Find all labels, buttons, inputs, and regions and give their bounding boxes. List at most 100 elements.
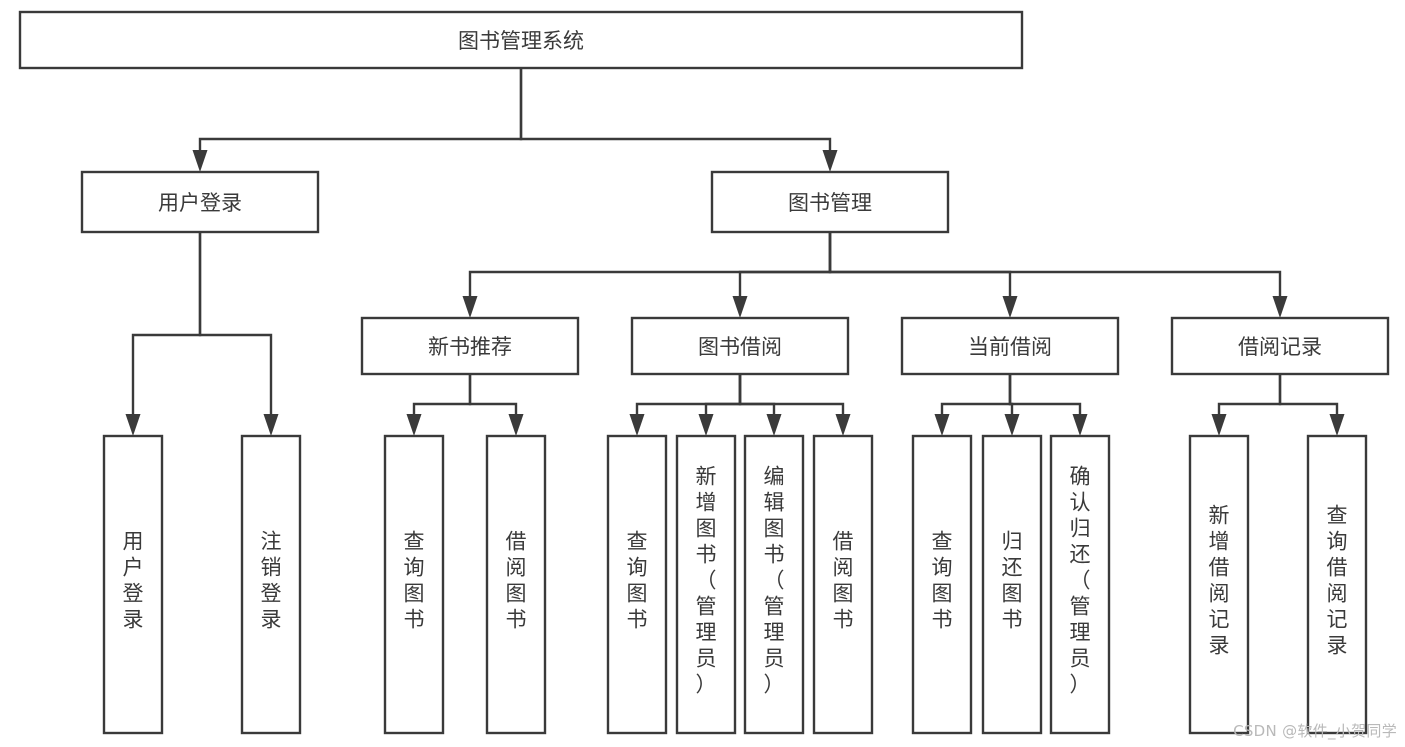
node-box[interactable] [710, 170, 950, 234]
connector-user-login-to-leaf-user-login [125, 232, 202, 436]
node-leaf-rec-search[interactable]: 查询借阅记录 [1306, 434, 1368, 735]
node-label: 新增图书（管理员） [696, 465, 717, 697]
node-label: 新增借阅记录 [1209, 504, 1230, 658]
node-box[interactable] [812, 434, 874, 735]
node-book-manage[interactable]: 图书管理 [710, 170, 950, 234]
node-current-borrow[interactable]: 当前借阅 [900, 316, 1120, 376]
arrow-head-icon [1072, 414, 1088, 436]
arrow-head-icon [1329, 414, 1345, 436]
node-box[interactable] [485, 434, 547, 735]
connector-root-to-book-manage [519, 68, 838, 172]
node-label: 用户登录 [123, 530, 144, 632]
arrow-head-icon [835, 414, 851, 436]
node-leaf-cur-return[interactable]: 归还图书 [981, 434, 1043, 735]
connector-line [468, 374, 518, 414]
connector-book-manage-to-current-borrow [828, 232, 1018, 318]
node-box[interactable] [102, 434, 164, 735]
node-box[interactable] [606, 434, 668, 735]
arrow-head-icon [1272, 296, 1288, 318]
connector-book-borrow-to-leaf-borrow-lend [738, 374, 851, 436]
csdn-watermark: CSDN @软件_小贺同学 [1233, 722, 1397, 740]
connector-line [828, 232, 1282, 296]
node-box[interactable] [1170, 316, 1390, 376]
node-label: 图书管理系统 [458, 29, 584, 53]
node-leaf-rec-query[interactable]: 查询图书 [383, 434, 445, 735]
connector-line [738, 232, 832, 296]
connector-line [704, 374, 742, 414]
node-new-book-rec[interactable]: 新书推荐 [360, 316, 580, 376]
connector-line [131, 232, 202, 414]
node-leaf-borrow-edit[interactable]: 编辑图书（管理员） [743, 434, 805, 735]
node-leaf-borrow-lend[interactable]: 借阅图书 [812, 434, 874, 735]
node-box[interactable] [360, 316, 580, 376]
node-leaf-user-login[interactable]: 用户登录 [102, 434, 164, 735]
arrow-head-icon [1002, 296, 1018, 318]
connector-line [940, 374, 1012, 414]
node-label: 借阅图书 [833, 530, 854, 632]
node-root[interactable]: 图书管理系统 [18, 10, 1024, 70]
node-label: 归还图书 [1002, 530, 1023, 632]
connector-root-to-user-login [192, 68, 523, 172]
node-label: 图书管理 [788, 191, 872, 215]
node-label: 借阅记录 [1238, 335, 1322, 359]
node-box[interactable] [675, 434, 737, 735]
node-box[interactable] [240, 434, 302, 735]
node-box[interactable] [900, 316, 1120, 376]
node-borrow-record[interactable]: 借阅记录 [1170, 316, 1390, 376]
node-book-borrow[interactable]: 图书借阅 [630, 316, 850, 376]
node-leaf-cur-confirm[interactable]: 确认归还（管理员） [1049, 434, 1111, 735]
node-label: 注销登录 [261, 530, 282, 632]
connector-borrow-record-to-leaf-rec-search [1278, 374, 1345, 436]
node-label: 借阅图书 [506, 530, 527, 632]
node-leaf-borrow-query[interactable]: 查询图书 [606, 434, 668, 735]
connector-borrow-record-to-leaf-rec-add [1211, 374, 1282, 436]
connector-line [738, 374, 776, 414]
connector-line [738, 374, 845, 414]
connector-current-borrow-to-leaf-cur-confirm [1008, 374, 1088, 436]
node-box[interactable] [1188, 434, 1250, 735]
arrow-head-icon [406, 414, 422, 436]
arrow-head-icon [263, 414, 279, 436]
arrow-head-icon [125, 414, 141, 436]
node-layer: 图书管理系统用户登录图书管理新书推荐图书借阅当前借阅借阅记录用户登录注销登录查询… [18, 10, 1390, 735]
node-leaf-rec-borrow[interactable]: 借阅图书 [485, 434, 547, 735]
node-label: 用户登录 [158, 191, 242, 215]
arrow-head-icon [732, 296, 748, 318]
connector-line [198, 232, 273, 414]
node-box[interactable] [18, 10, 1024, 70]
node-user-login[interactable]: 用户登录 [80, 170, 320, 234]
node-leaf-borrow-add[interactable]: 新增图书（管理员） [675, 434, 737, 735]
connector-book-manage-to-book-borrow [732, 232, 832, 318]
arrow-head-icon [766, 414, 782, 436]
connector-layer [125, 68, 1345, 436]
node-box[interactable] [743, 434, 805, 735]
node-leaf-logout[interactable]: 注销登录 [240, 434, 302, 735]
node-box[interactable] [981, 434, 1043, 735]
node-leaf-cur-query[interactable]: 查询图书 [911, 434, 973, 735]
node-box[interactable] [911, 434, 973, 735]
arrow-head-icon [934, 414, 950, 436]
connector-current-borrow-to-leaf-cur-query [934, 374, 1012, 436]
node-box[interactable] [1306, 434, 1368, 735]
connector-line [828, 232, 1012, 296]
arrow-head-icon [192, 150, 208, 172]
arrow-head-icon [698, 414, 714, 436]
arrow-head-icon [462, 296, 478, 318]
arrow-head-icon [822, 150, 838, 172]
node-label: 查询图书 [627, 530, 648, 632]
node-label: 编辑图书（管理员） [764, 465, 785, 697]
node-box[interactable] [80, 170, 320, 234]
connector-user-login-to-leaf-logout [198, 232, 279, 436]
connector-new-book-rec-to-leaf-rec-query [406, 374, 472, 436]
connector-line [1217, 374, 1282, 414]
node-leaf-rec-add[interactable]: 新增借阅记录 [1188, 434, 1250, 735]
node-box[interactable] [630, 316, 850, 376]
node-box[interactable] [383, 434, 445, 735]
connector-line [519, 68, 832, 150]
connector-line [1008, 374, 1082, 414]
node-label: 图书借阅 [698, 335, 782, 359]
node-box[interactable] [1049, 434, 1111, 735]
connector-line [635, 374, 742, 414]
connector-line [468, 232, 832, 296]
